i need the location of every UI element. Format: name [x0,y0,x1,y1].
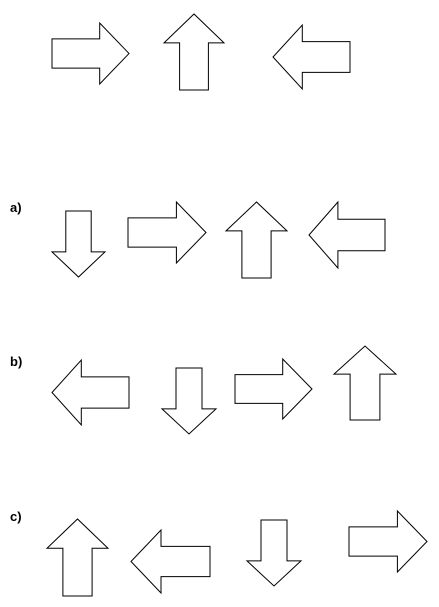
option-a-label: a) [10,200,22,215]
arrow-right-icon [51,21,130,86]
arrow-left-icon [308,200,386,270]
arrow-down-icon [50,210,107,278]
arrow-right-icon [127,200,207,265]
arrow-down-icon [160,367,218,435]
option-b: b) [10,345,398,435]
arrow-up-icon [162,13,226,91]
arrow-left-icon [272,23,351,91]
prompt-arrow-row [51,13,351,91]
arrow-left-icon [51,358,130,427]
arrow-left-icon [130,528,211,595]
arrow-up-icon [224,201,289,279]
arrow-up-icon [332,345,398,421]
option-a: a) [10,200,386,279]
arrow-right-icon [234,357,313,421]
arrow-up-icon [45,518,110,597]
arrow-right-icon [348,509,428,574]
option-b-label: b) [10,354,22,369]
option-c: c) [10,509,428,597]
option-c-label: c) [10,509,22,524]
arrow-down-icon [245,519,303,587]
